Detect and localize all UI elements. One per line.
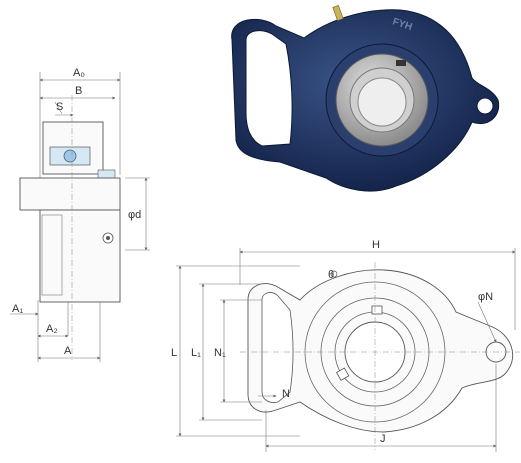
product-photo: FYH [231,5,500,192]
slot-outline [41,214,63,296]
label-theta: θ [328,269,334,281]
label-phi-d: φd [128,209,141,221]
label-s: S [56,101,63,113]
adjustment-slot-photo [245,30,293,147]
bolt-hole-photo [476,97,494,115]
set-screw-top-icon [371,305,383,315]
label-b: B [75,85,82,97]
label-l: L [171,347,177,359]
grease-nipple-photo-icon [332,5,344,21]
adjustment-slot [261,292,294,403]
dim-phi-n-leader [477,301,497,343]
housing-body [39,209,121,303]
label-n1: N₁ [214,347,226,359]
bore-photo [357,77,407,127]
dim-s-leader [54,101,63,115]
label-a0: A₀ [73,67,85,79]
grease-nipple-core [106,236,110,240]
set-screw-side-icon [335,367,350,381]
label-j: J [380,433,386,445]
ball-icon [63,149,77,163]
label-h: H [372,239,380,251]
label-a: A [64,345,72,357]
grease-fitting-icon [330,270,338,278]
set-screw-photo-icon [396,60,406,66]
label-l1: L₁ [191,347,201,359]
front-view: H θ φN L L₁ N₁ N [171,239,520,452]
label-n: N [282,388,290,400]
set-screw-icon [97,169,116,179]
label-phi-n: φN [478,291,493,303]
label-a2: A₂ [46,323,58,335]
side-view: A₀ B S φd A₁ A₂ A [10,67,150,362]
label-a1: A₁ [12,303,23,315]
housing-flange [19,177,121,211]
